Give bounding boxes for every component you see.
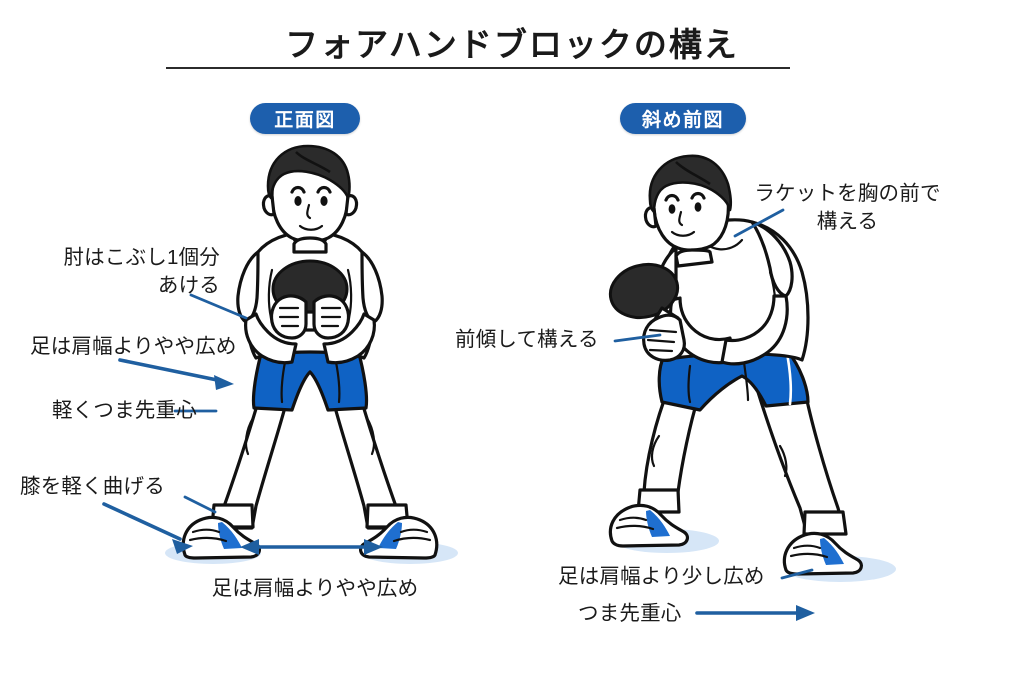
annotation-stance-width-caption: 足は肩幅よりやや広め — [211, 577, 419, 600]
panel-badge-front-view: 正面図 — [250, 103, 360, 134]
figure-front-view — [181, 144, 439, 560]
annotation-lean-forward: 前傾して構える — [455, 328, 599, 351]
annotation-toe-weight-front: 軽くつま先重心 — [52, 399, 197, 422]
annotation-racket-front-of-chest: ラケットを胸の前で 構える — [754, 182, 941, 234]
shoe-back-diagonal — [608, 503, 690, 548]
panel-badge-diagonal-view: 斜め前図 — [620, 103, 746, 134]
annotation-stance-width-diagonal: 足は肩幅より少し広め — [558, 565, 765, 588]
arrow-stance-width-upper — [118, 358, 234, 390]
leader-racket-chest — [733, 208, 785, 238]
leader-elbow-gap — [189, 293, 248, 320]
annotation-toe-weight-diagonal: つま先重心 — [578, 602, 682, 625]
annotation-elbow-gap: 肘はこぶし1個分 あける — [63, 246, 220, 298]
leader-lean-forward — [613, 333, 662, 343]
annotation-connectors — [102, 208, 815, 621]
page-title: フォアハンドブロックの構え — [285, 26, 739, 63]
arrow-toe-weight-diagonal — [695, 605, 815, 621]
shoe-left-front — [181, 515, 262, 560]
arrow-knee-bend — [102, 502, 193, 554]
annotation-knee-bend: 膝を軽く曲げる — [20, 475, 165, 498]
annotation-stance-width-upper: 足は肩幅よりやや広め — [30, 335, 237, 358]
leader-stance-width-diagonal — [780, 568, 814, 580]
leader-knee-bend-upper — [183, 495, 217, 514]
title-underline — [166, 67, 790, 69]
double-arrow-stance-width — [240, 539, 383, 555]
